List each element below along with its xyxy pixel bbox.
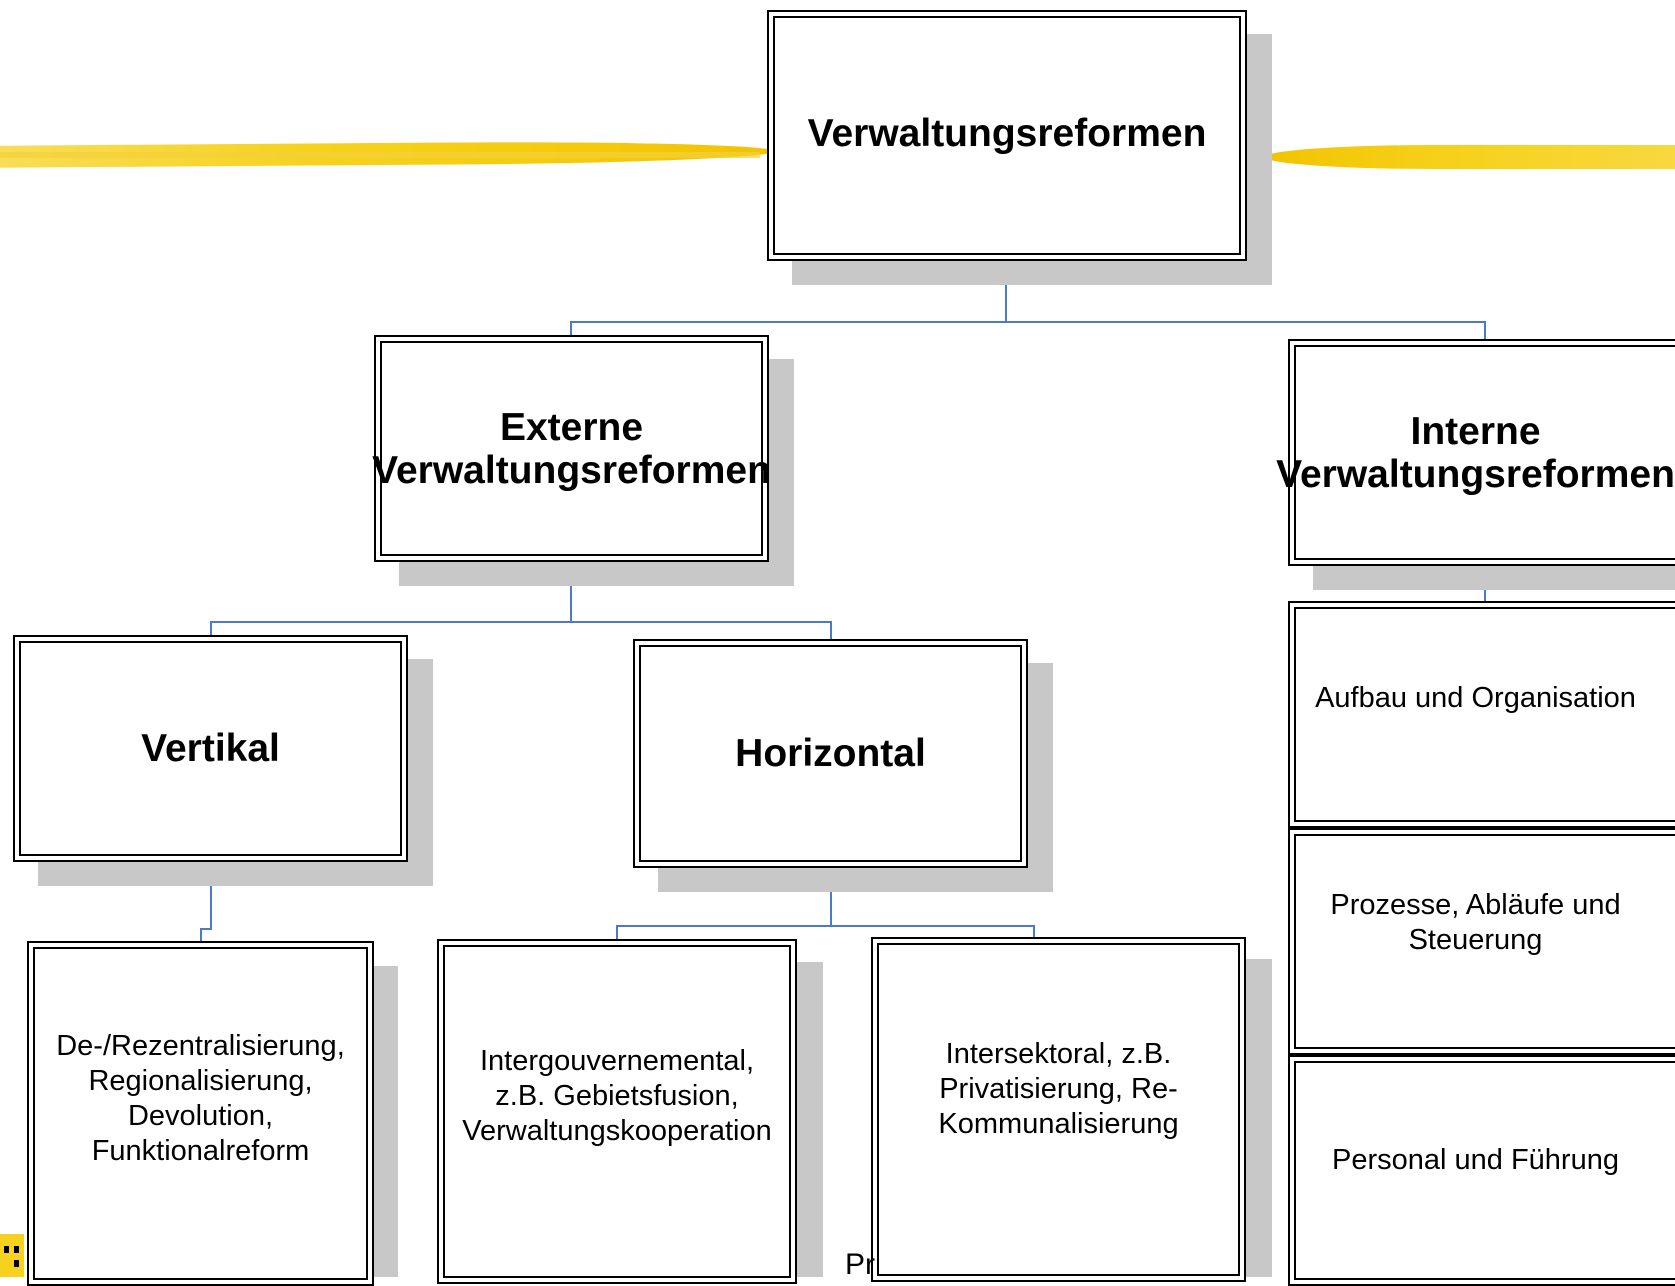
connector-to-intergouvernemental	[616, 925, 618, 941]
node-verwaltungsreformen-label: Verwaltungsreformen	[807, 112, 1207, 155]
connector-horizontal-down	[830, 863, 832, 927]
connector-to-horizontal	[830, 621, 832, 641]
node-vertikal-detail: De-/Rezentralisierung, Regionalisierung,…	[27, 941, 374, 1286]
node-intergouvernemental-text: Intergouvernemental, z.B. Gebietsfusion,…	[462, 1045, 772, 1147]
node-intergouvernemental: Intergouvernemental, z.B. Gebietsfusion,…	[437, 939, 797, 1284]
connector-to-externe	[570, 321, 572, 337]
connector-vertikal-jog	[200, 928, 212, 930]
connector-vertikal-down	[210, 858, 212, 930]
connector-to-vertikal	[210, 621, 212, 637]
connector-level1-bar	[570, 321, 1486, 323]
node-intersektoral-text: Intersektoral, z.B. Privatisierung, Re- …	[938, 1038, 1179, 1140]
node-aufbau-text: Aufbau und Organisation	[1315, 682, 1636, 714]
node-prozesse: Prozesse, Abläufe und Steuerung	[1288, 828, 1675, 1055]
connector-to-intersektoral	[1033, 925, 1035, 939]
connector-externe-down	[570, 557, 572, 623]
node-aufbau-organisation: Aufbau und Organisation	[1288, 601, 1675, 828]
node-horizontal: Horizontal	[633, 639, 1028, 868]
node-horizontal-label: Horizontal	[735, 732, 926, 775]
node-intersektoral: Intersektoral, z.B. Privatisierung, Re- …	[871, 937, 1246, 1282]
node-verwaltungsreformen: Verwaltungsreformen	[767, 10, 1247, 261]
node-externe-label: Externe Verwaltungsreformen	[372, 405, 771, 492]
node-personal-fuehrung: Personal und Führung	[1288, 1055, 1675, 1286]
node-personal-text: Personal und Führung	[1332, 1144, 1619, 1176]
connector-level3-bar	[616, 925, 1035, 927]
node-prozesse-text: Prozesse, Abläufe und Steuerung	[1330, 889, 1621, 956]
highlighter-stroke-right	[1265, 145, 1675, 169]
connector-vertikal-leaf	[200, 928, 202, 942]
highlighter-stroke-left-thin	[0, 152, 760, 158]
node-vertikal-detail-text: De-/Rezentralisierung, Regionalisierung,…	[56, 1029, 345, 1167]
node-vertikal: Vertikal	[13, 635, 408, 862]
node-externe-verwaltungsreformen: Externe Verwaltungsreformen	[372, 335, 771, 562]
footer-partial-text: Pr	[845, 1248, 875, 1281]
connector-to-interne	[1484, 321, 1486, 341]
node-interne-label: Interne Verwaltungsreformen	[1276, 409, 1675, 496]
logo-fragment	[0, 1228, 26, 1277]
connector-root-down	[1005, 258, 1007, 323]
node-interne-verwaltungsreformen: Interne Verwaltungsreformen	[1276, 339, 1675, 566]
connector-level2-bar	[210, 621, 832, 623]
node-vertikal-label: Vertikal	[141, 727, 280, 770]
